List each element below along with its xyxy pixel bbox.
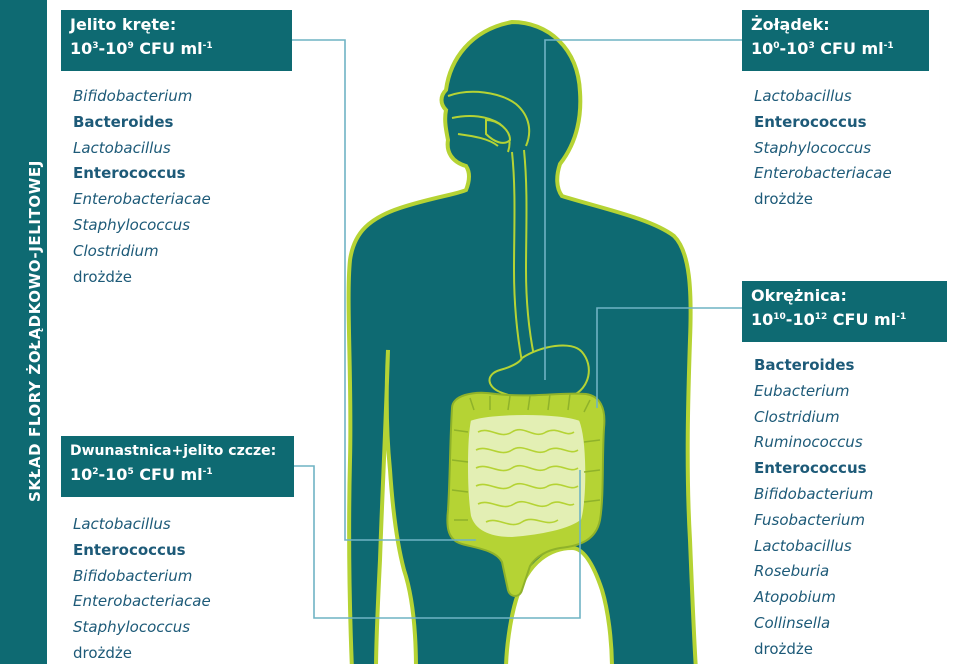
organism-item: Enterobacteriacae bbox=[73, 187, 211, 213]
organism-item: Clostridium bbox=[73, 239, 211, 265]
label-zoladek: Żołądek: 100-103 CFU ml-1 bbox=[742, 10, 929, 71]
organism-item: Lactobacillus bbox=[73, 512, 211, 538]
organism-item: Ruminococcus bbox=[754, 430, 873, 456]
label-jelito-krete: Jelito kręte: 103-109 CFU ml-1 bbox=[61, 10, 292, 71]
organism-item: Staphylococcus bbox=[754, 136, 892, 162]
organism-item: drożdże bbox=[754, 637, 873, 663]
organism-item: Lactobacillus bbox=[754, 84, 892, 110]
organism-item: Bifidobacterium bbox=[73, 84, 211, 110]
organism-item: Lactobacillus bbox=[73, 136, 211, 162]
organism-item: Staphylococcus bbox=[73, 615, 211, 641]
organism-item: drożdże bbox=[73, 641, 211, 667]
organism-item: Staphylococcus bbox=[73, 213, 211, 239]
organism-item: Eubacterium bbox=[754, 379, 873, 405]
organism-item: Enterococcus bbox=[73, 161, 211, 187]
label-cfu: 1010-1012 CFU ml-1 bbox=[751, 306, 938, 331]
label-title: Okrężnica: bbox=[751, 286, 938, 306]
organism-item: Lactobacillus bbox=[754, 534, 873, 560]
organism-item: Enterococcus bbox=[754, 110, 892, 136]
label-cfu: 100-103 CFU ml-1 bbox=[751, 35, 920, 60]
label-okreznica: Okrężnica: 1010-1012 CFU ml-1 bbox=[742, 281, 947, 342]
organism-item: Atopobium bbox=[754, 585, 873, 611]
organism-item: Roseburia bbox=[754, 559, 873, 585]
organism-item: Bacteroides bbox=[73, 110, 211, 136]
organism-item: Enterobacteriacae bbox=[73, 589, 211, 615]
organism-item: Enterococcus bbox=[754, 456, 873, 482]
label-cfu: 102-105 CFU ml-1 bbox=[70, 461, 285, 486]
label-title: Żołądek: bbox=[751, 15, 920, 35]
organism-item: Enterobacteriacae bbox=[754, 161, 892, 187]
organism-item: drożdże bbox=[73, 265, 211, 291]
organism-item: drożdże bbox=[754, 187, 892, 213]
organism-item: Clostridium bbox=[754, 405, 873, 431]
organism-item: Bacteroides bbox=[754, 353, 873, 379]
organism-item: Collinsella bbox=[754, 611, 873, 637]
label-title: Jelito kręte: bbox=[70, 15, 283, 35]
organism-item: Enterococcus bbox=[73, 538, 211, 564]
label-cfu: 103-109 CFU ml-1 bbox=[70, 35, 283, 60]
organism-item: Bifidobacterium bbox=[73, 564, 211, 590]
organism-item: Bifidobacterium bbox=[754, 482, 873, 508]
label-dwunastnica: Dwunastnica+jelito czcze: 102-105 CFU ml… bbox=[61, 436, 294, 497]
label-title: Dwunastnica+jelito czcze: bbox=[70, 441, 285, 461]
organism-item: Fusobacterium bbox=[754, 508, 873, 534]
